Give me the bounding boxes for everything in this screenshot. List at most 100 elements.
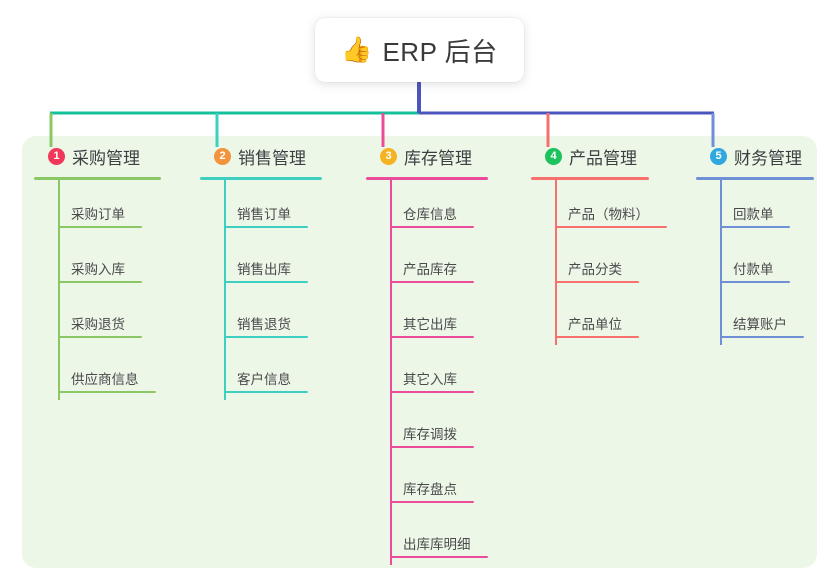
leaf-label: 采购入库 — [71, 262, 125, 277]
leaf-label: 其它入库 — [403, 372, 457, 387]
branch-badge-4: 4 — [545, 147, 562, 165]
leaf-label: 其它出库 — [403, 317, 457, 332]
leaf-underline — [224, 336, 308, 338]
leaf-label: 产品分类 — [568, 262, 622, 277]
leaf-underline — [390, 501, 474, 503]
leaf-label: 采购订单 — [71, 207, 125, 222]
branch-underline-2 — [200, 177, 322, 180]
thumbs-up-icon: 👍 — [341, 35, 373, 64]
leaf-label: 销售退货 — [237, 317, 291, 332]
leaf-underline — [58, 226, 142, 228]
leaf-underline — [390, 281, 474, 283]
branch-header-5[interactable]: 5 财务管理 — [696, 142, 826, 170]
branch-title-4: 产品管理 — [569, 148, 637, 168]
leaf-item[interactable]: 回款单 — [696, 180, 826, 235]
branch-title-1: 采购管理 — [72, 148, 140, 168]
branch-header-2[interactable]: 2 销售管理 — [200, 142, 350, 170]
leaf-item[interactable]: 出库库明细 — [366, 510, 516, 565]
leaf-item[interactable]: 产品单位 — [531, 290, 681, 345]
leaf-label: 客户信息 — [237, 372, 291, 387]
branch-badge-3: 3 — [380, 147, 397, 165]
branch-title-2: 销售管理 — [238, 148, 306, 168]
leaf-underline — [58, 281, 142, 283]
branch-title-5: 财务管理 — [734, 148, 802, 168]
leaf-label: 付款单 — [733, 262, 774, 277]
leaf-label: 产品库存 — [403, 262, 457, 277]
leaf-label: 回款单 — [733, 207, 774, 222]
root-title: ERP 后台 — [382, 36, 498, 67]
leaf-label: 仓库信息 — [403, 207, 457, 222]
root-node[interactable]: 👍 ERP 后台 — [315, 18, 524, 82]
leaf-item[interactable]: 产品库存 — [366, 235, 516, 290]
branch-5: 5 财务管理回款单付款单结算账户 — [696, 142, 826, 345]
leaf-label: 销售订单 — [237, 207, 291, 222]
leaf-item[interactable]: 销售订单 — [200, 180, 350, 235]
leaf-item[interactable]: 付款单 — [696, 235, 826, 290]
leaf-list-2: 销售订单销售出库销售退货客户信息 — [200, 180, 350, 400]
leaf-item[interactable]: 客户信息 — [200, 345, 350, 400]
branch-3: 3 库存管理仓库信息产品库存其它出库其它入库库存调拨库存盘点出库库明细 — [366, 142, 516, 565]
branch-underline-4 — [531, 177, 649, 180]
leaf-item[interactable]: 仓库信息 — [366, 180, 516, 235]
leaf-item[interactable]: 销售退货 — [200, 290, 350, 345]
branch-title-3: 库存管理 — [404, 148, 472, 168]
leaf-label: 采购退货 — [71, 317, 125, 332]
leaf-list-5: 回款单付款单结算账户 — [696, 180, 826, 345]
leaf-item[interactable]: 产品分类 — [531, 235, 681, 290]
leaf-underline — [555, 336, 639, 338]
branch-4: 4 产品管理产品（物料） 产品分类产品单位 — [531, 142, 681, 345]
branch-2: 2 销售管理销售订单销售出库销售退货客户信息 — [200, 142, 350, 400]
leaf-underline — [720, 336, 804, 338]
branch-spine-3 — [390, 180, 392, 565]
leaf-underline — [224, 391, 308, 393]
branch-badge-2: 2 — [214, 147, 231, 165]
branch-spine-4 — [555, 180, 557, 345]
leaf-underline — [390, 556, 488, 558]
branch-spine-1 — [58, 180, 60, 400]
leaf-label: 库存调拨 — [403, 427, 457, 442]
leaf-item[interactable]: 库存盘点 — [366, 455, 516, 510]
leaf-item[interactable]: 采购订单 — [34, 180, 184, 235]
branch-header-1[interactable]: 1 采购管理 — [34, 142, 184, 170]
leaf-underline — [58, 336, 142, 338]
leaf-item[interactable]: 产品（物料） — [531, 180, 681, 235]
branch-underline-1 — [34, 177, 161, 180]
leaf-underline — [720, 226, 790, 228]
branch-badge-1: 1 — [48, 147, 65, 165]
leaf-label: 产品单位 — [568, 317, 622, 332]
leaf-underline — [390, 226, 474, 228]
leaf-underline — [390, 391, 474, 393]
leaf-label: 销售出库 — [237, 262, 291, 277]
leaf-item[interactable]: 结算账户 — [696, 290, 826, 345]
branch-header-3[interactable]: 3 库存管理 — [366, 142, 516, 170]
leaf-underline — [555, 226, 667, 228]
leaf-underline — [720, 281, 790, 283]
leaf-item[interactable]: 采购退货 — [34, 290, 184, 345]
leaf-item[interactable]: 库存调拨 — [366, 400, 516, 455]
branch-badge-5: 5 — [710, 147, 727, 165]
leaf-item[interactable]: 其它入库 — [366, 345, 516, 400]
leaf-label: 结算账户 — [733, 317, 787, 332]
leaf-label: 产品（物料） — [568, 207, 649, 222]
leaf-item[interactable]: 其它出库 — [366, 290, 516, 345]
branch-spine-2 — [224, 180, 226, 400]
leaf-label: 供应商信息 — [71, 372, 139, 387]
leaf-list-1: 采购订单采购入库采购退货供应商信息 — [34, 180, 184, 400]
leaf-item[interactable]: 销售出库 — [200, 235, 350, 290]
branch-spine-5 — [720, 180, 722, 345]
leaf-underline — [390, 446, 474, 448]
leaf-label: 库存盘点 — [403, 482, 457, 497]
branch-underline-5 — [696, 177, 814, 180]
leaf-underline — [224, 281, 308, 283]
leaf-item[interactable]: 采购入库 — [34, 235, 184, 290]
leaf-item[interactable]: 供应商信息 — [34, 345, 184, 400]
leaf-list-3: 仓库信息产品库存其它出库其它入库库存调拨库存盘点出库库明细 — [366, 180, 516, 565]
leaf-label: 出库库明细 — [403, 537, 471, 552]
branch-1: 1 采购管理采购订单采购入库采购退货供应商信息 — [34, 142, 184, 400]
branch-underline-3 — [366, 177, 488, 180]
leaf-underline — [390, 336, 474, 338]
leaf-underline — [555, 281, 639, 283]
leaf-list-4: 产品（物料） 产品分类产品单位 — [531, 180, 681, 345]
branch-header-4[interactable]: 4 产品管理 — [531, 142, 681, 170]
